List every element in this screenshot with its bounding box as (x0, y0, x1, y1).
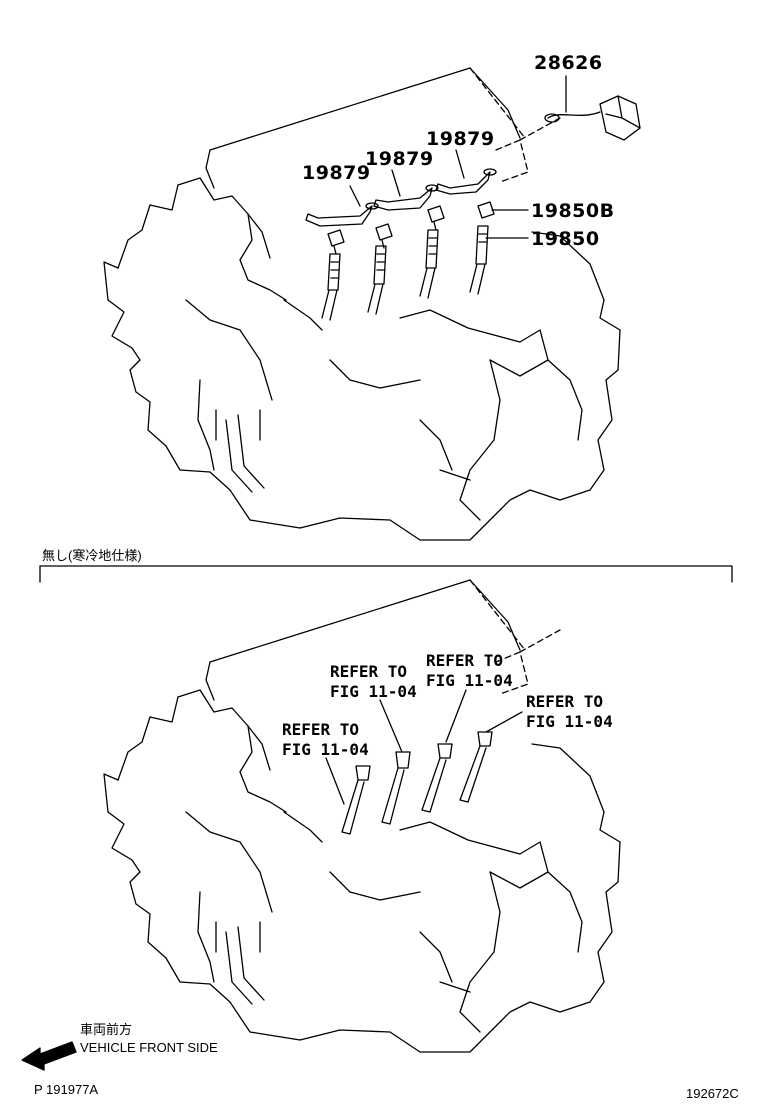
section-bracket (39, 565, 733, 583)
callout-28626[interactable]: 28626 (534, 52, 603, 74)
callout-19879-left[interactable]: 19879 (302, 162, 371, 184)
refer-line2: FIG 11-04 (426, 671, 513, 690)
refer-line2: FIG 11-04 (526, 712, 613, 731)
vehicle-front-arrow-icon (21, 1041, 77, 1071)
direction-label-en: VEHICLE FRONT SIDE (80, 1040, 218, 1055)
callout-19879-middle[interactable]: 19879 (365, 148, 434, 170)
leader-lines-lower (325, 689, 523, 805)
refer-line2: FIG 11-04 (282, 740, 369, 759)
refer-line2: FIG 11-04 (330, 682, 417, 701)
glow-plug-lower (341, 731, 493, 835)
nut-19850B (327, 201, 495, 255)
engine-outline-lower (103, 579, 621, 1053)
refer-callout-2[interactable]: REFER TO FIG 11-04 (426, 651, 513, 691)
engine-outline-upper (103, 67, 621, 541)
refer-line1: REFER TO (282, 720, 360, 739)
footer-right-code: 192672C (686, 1086, 739, 1101)
glow-plug-19850 (321, 225, 489, 321)
leader-lines-upper (349, 75, 567, 239)
refer-line1: REFER TO (330, 662, 408, 681)
footer-left-code: P 191977A (34, 1082, 99, 1097)
callout-19850B[interactable]: 19850B (531, 200, 615, 222)
refer-line1: REFER TO (426, 651, 504, 670)
section-label: 無し(寒冷地仕様) (42, 548, 142, 563)
refer-callout-1[interactable]: REFER TO FIG 11-04 (330, 662, 417, 702)
callout-19850[interactable]: 19850 (531, 228, 600, 250)
refer-callout-3[interactable]: REFER TO FIG 11-04 (526, 692, 613, 732)
callout-19879-right[interactable]: 19879 (426, 128, 495, 150)
refer-callout-4[interactable]: REFER TO FIG 11-04 (282, 720, 369, 760)
glow-plug-wire-28626 (544, 95, 641, 141)
refer-line1: REFER TO (526, 692, 604, 711)
connector-plate-19879 (305, 168, 497, 227)
direction-label-jp: 車両前方 (80, 1022, 133, 1037)
